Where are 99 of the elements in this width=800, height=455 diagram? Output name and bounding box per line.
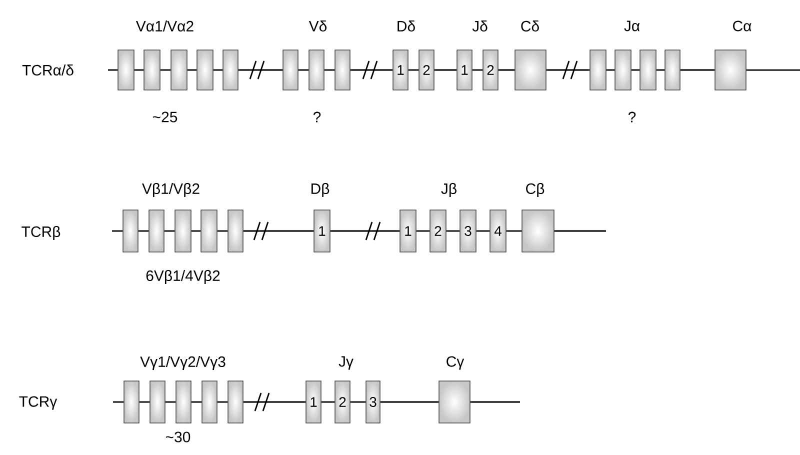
dna-line bbox=[324, 69, 335, 71]
dna-line bbox=[112, 230, 123, 232]
gene-segment-label: Jδ bbox=[472, 20, 488, 32]
dna-line bbox=[472, 69, 483, 71]
exon-box bbox=[714, 50, 746, 90]
dna-line bbox=[238, 69, 283, 71]
dna-line bbox=[746, 69, 800, 71]
dna-line bbox=[217, 401, 228, 403]
gene-segment-label: Cβ bbox=[526, 183, 544, 197]
dna-line bbox=[446, 230, 460, 232]
gene-segment-label: Dδ bbox=[398, 20, 415, 32]
exon-box bbox=[150, 380, 166, 424]
dna-line bbox=[408, 69, 419, 71]
exon-box bbox=[664, 50, 680, 90]
gene-segment-label: Cδ bbox=[521, 20, 539, 32]
dna-line bbox=[108, 69, 118, 71]
locus-label: TCRβ bbox=[22, 226, 60, 240]
exon-box bbox=[334, 50, 350, 90]
numbered-exon-box: 2 bbox=[418, 50, 434, 90]
dna-line bbox=[434, 69, 457, 71]
gene-segment-label: Vβ1/Vβ2 bbox=[142, 183, 200, 197]
dna-line bbox=[138, 230, 149, 232]
exon-box bbox=[196, 50, 214, 90]
gene-segment-label: Jγ bbox=[338, 356, 354, 370]
dna-line bbox=[350, 401, 366, 403]
exon-box bbox=[614, 50, 632, 90]
dna-line bbox=[187, 69, 197, 71]
dna-line bbox=[631, 69, 640, 71]
dna-line bbox=[476, 230, 490, 232]
gene-segment-label: Jα bbox=[624, 20, 640, 32]
numbered-exon-box: 3 bbox=[460, 210, 476, 252]
dna-line bbox=[113, 401, 124, 403]
exon-box bbox=[118, 50, 134, 90]
exon-box bbox=[590, 50, 606, 90]
dna-line bbox=[191, 401, 202, 403]
exon-box bbox=[228, 380, 244, 424]
locus-label: TCRα/δ bbox=[22, 64, 74, 76]
dna-line bbox=[350, 69, 393, 71]
segment-count: ~25 bbox=[152, 112, 178, 122]
dna-line bbox=[321, 401, 335, 403]
gene-segment-label: Cα bbox=[733, 20, 752, 32]
dna-line bbox=[656, 69, 665, 71]
dna-line bbox=[243, 230, 314, 232]
gene-segment-label: Jβ bbox=[441, 183, 456, 197]
dna-line bbox=[554, 230, 606, 232]
dna-line bbox=[165, 401, 176, 403]
segment-count: ~30 bbox=[166, 432, 190, 442]
dna-line bbox=[470, 401, 520, 403]
exon-box bbox=[176, 380, 192, 424]
segment-count: ? bbox=[628, 112, 636, 122]
numbered-exon-box: 2 bbox=[430, 210, 446, 252]
exon-box bbox=[202, 380, 218, 424]
locus-label: TCRγ bbox=[19, 396, 58, 410]
dna-line bbox=[298, 69, 309, 71]
dna-line bbox=[380, 401, 439, 403]
dna-line bbox=[416, 230, 430, 232]
dna-line bbox=[164, 230, 175, 232]
numbered-exon-box: 1 bbox=[456, 50, 472, 90]
dna-line bbox=[134, 69, 144, 71]
gene-segment-label: Vγ1/Vγ2/Vγ3 bbox=[140, 356, 226, 370]
exon-box bbox=[144, 50, 160, 90]
numbered-exon-box: 4 bbox=[490, 210, 506, 252]
dna-line bbox=[139, 401, 150, 403]
dna-line bbox=[243, 401, 306, 403]
exon-box bbox=[122, 210, 138, 252]
dna-line bbox=[213, 69, 223, 71]
dna-line bbox=[330, 230, 400, 232]
exon-box bbox=[148, 210, 164, 252]
dna-line bbox=[498, 69, 515, 71]
exon-box bbox=[222, 50, 238, 90]
dna-line bbox=[160, 69, 171, 71]
dna-line bbox=[191, 230, 201, 232]
exon-box bbox=[124, 380, 140, 424]
numbered-exon-box: 2 bbox=[334, 380, 350, 424]
numbered-exon-box: 1 bbox=[392, 50, 408, 90]
numbered-exon-box: 2 bbox=[482, 50, 498, 90]
exon-box bbox=[308, 50, 324, 90]
exon-box bbox=[228, 210, 244, 252]
segment-count: 6Vβ1/4Vβ2 bbox=[146, 270, 220, 284]
dna-line bbox=[680, 69, 715, 71]
exon-box bbox=[174, 210, 192, 252]
segment-count: ? bbox=[313, 112, 321, 122]
gene-segment-label: Vα1/Vα2 bbox=[136, 20, 194, 32]
exon-box bbox=[438, 380, 470, 424]
dna-line bbox=[217, 230, 228, 232]
dna-line bbox=[546, 69, 590, 71]
numbered-exon-box: 1 bbox=[314, 210, 330, 252]
exon-box bbox=[170, 50, 188, 90]
numbered-exon-box: 3 bbox=[366, 380, 380, 424]
exon-box bbox=[200, 210, 218, 252]
gene-segment-label: Vδ bbox=[308, 20, 327, 32]
dna-line bbox=[606, 69, 615, 71]
dna-line bbox=[506, 230, 522, 232]
exon-box bbox=[640, 50, 656, 90]
exon-box bbox=[514, 50, 546, 90]
numbered-exon-box: 1 bbox=[306, 380, 322, 424]
exon-box bbox=[522, 210, 554, 252]
numbered-exon-box: 1 bbox=[400, 210, 416, 252]
exon-box bbox=[282, 50, 298, 90]
